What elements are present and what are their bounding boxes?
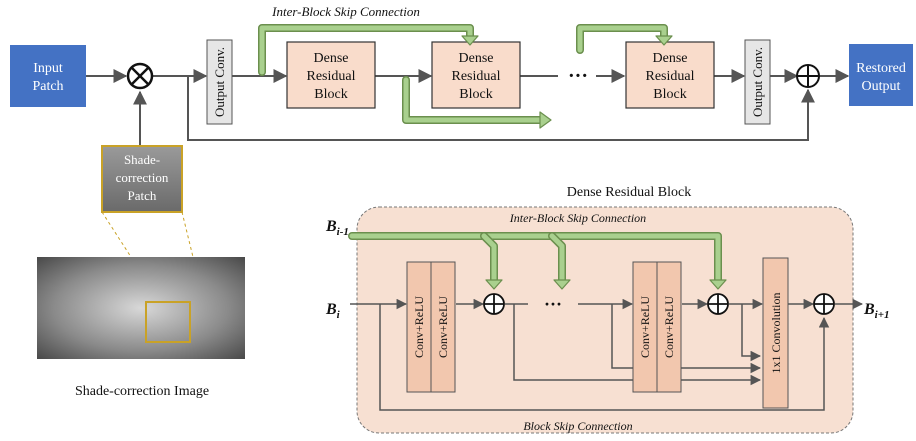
label-b-prev: Bi-1 [325, 218, 349, 238]
conv-relu-1a [406, 261, 432, 393]
top-ellipsis: ··· [568, 65, 588, 87]
output-conv-left-box [206, 39, 233, 125]
drb-detail-region [356, 206, 854, 434]
shade-image-caption: Shade-correction Image [75, 384, 209, 399]
drb1-label-3: Block [314, 87, 347, 102]
drbn-label-3: Block [653, 87, 686, 102]
output-conv-right-label: Output Conv. [750, 47, 765, 117]
top-inter-block-label: Inter-Block Skip Connection [271, 4, 420, 19]
shade-correction-image-group: Shade-correction Image [37, 211, 245, 399]
drb2-label-1: Dense [459, 51, 494, 66]
shade-patch-label-1: Shade- [124, 152, 160, 167]
dense-connection-3 [741, 304, 762, 362]
restored-output-box [849, 44, 913, 106]
dense-residual-block-1 [286, 41, 376, 109]
multiply-operator-icon [126, 62, 154, 90]
conv-relu-2a [632, 261, 658, 393]
restored-output-label-1: Restored [856, 61, 906, 76]
drb-add-1-icon [483, 293, 505, 315]
drb2-label-2: Residual [452, 69, 501, 84]
drb2-label-3: Block [459, 87, 492, 102]
conv-relu-2a-label: Conv+ReLU [638, 296, 652, 358]
input-patch-label-2: Patch [32, 79, 63, 94]
drb1-label-1: Dense [314, 51, 349, 66]
shade-patch-highlight [145, 301, 191, 343]
drbn-label-1: Dense [653, 51, 688, 66]
drb-add-2-icon [707, 293, 729, 315]
conv-relu-2b-label: Conv+ReLU [662, 296, 676, 358]
conv-1x1-label: 1x1 Convolution [769, 292, 783, 373]
output-conv-left-label: Output Conv. [212, 47, 227, 117]
drb-block-skip-label: Block Skip Connection [523, 419, 632, 433]
conv-relu-1a-label: Conv+ReLU [412, 296, 426, 358]
label-b-in: Bi [325, 301, 341, 321]
input-patch-box [10, 45, 86, 107]
dense-residual-block-2 [431, 41, 521, 109]
conv-relu-1b-label: Conv+ReLU [436, 296, 450, 358]
drb1-label-2: Residual [307, 69, 356, 84]
drb-detail: Dense Residual Block Bi-1 Bi Bi+1 Inter-… [325, 185, 890, 434]
conv-relu-2b [656, 261, 682, 393]
shade-correction-patch-box [101, 145, 183, 213]
label-b-out: Bi+1 [863, 301, 890, 321]
drb-detail-title: Dense Residual Block [567, 185, 691, 200]
conv-relu-1b [430, 261, 456, 393]
drbn-label-2: Residual [646, 69, 695, 84]
drb-ellipsis: ··· [544, 294, 562, 314]
block-skip-connection [379, 304, 830, 411]
drb-inter-block-label: Inter-Block Skip Connection [509, 211, 646, 225]
top-pipeline: Input Patch Output Conv. Dense Residual … [10, 4, 913, 213]
restored-output-label-2: Output [862, 79, 901, 94]
global-skip-connection [187, 76, 815, 141]
dense-residual-block-n [625, 41, 715, 109]
conv-1x1-box [762, 257, 789, 409]
input-patch-label-1: Input [33, 61, 63, 76]
shade-correction-image [37, 257, 245, 359]
add-operator-icon [796, 64, 820, 88]
dense-connection-2 [611, 304, 762, 374]
output-conv-right-box [744, 39, 771, 125]
drb-add-3-icon [813, 293, 835, 315]
shade-patch-label-2: correction [116, 170, 169, 185]
drb-inter-block-skip-arrows [348, 232, 727, 290]
top-inter-block-skip-arrows [258, 24, 673, 129]
shade-patch-label-3: Patch [128, 188, 157, 203]
